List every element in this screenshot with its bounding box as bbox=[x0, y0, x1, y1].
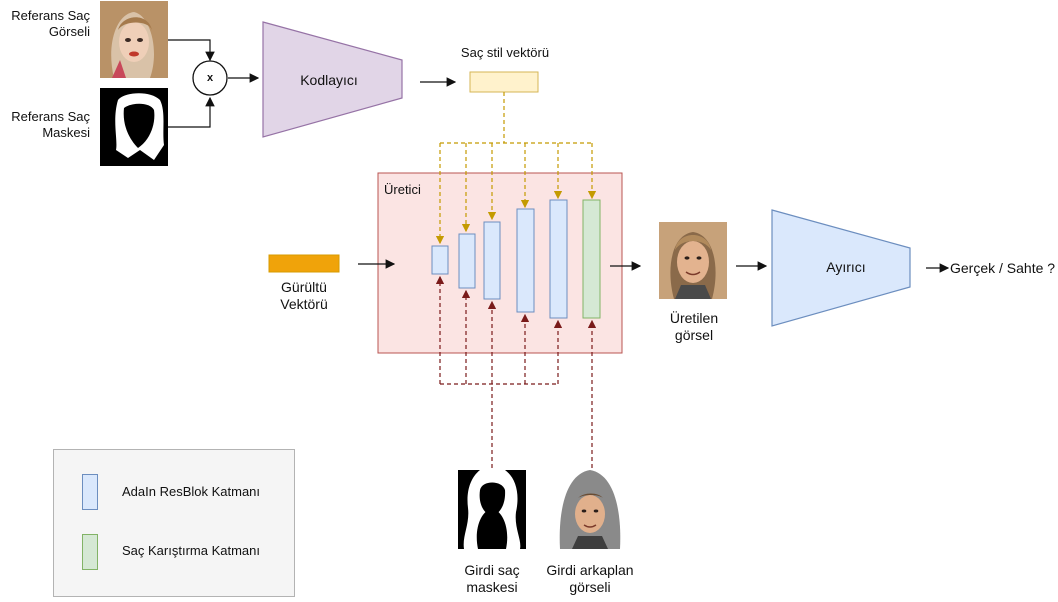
input-background-photo bbox=[556, 470, 624, 549]
legend-hair-blend-label: Saç Karıştırma Katmanı bbox=[122, 543, 260, 558]
output-label: Gerçek / Sahte ? bbox=[950, 260, 1056, 276]
generated-image-label-line1: Üretilen bbox=[669, 310, 719, 326]
ref-hair-mask-label: Referans Saç Maskesi bbox=[2, 109, 90, 141]
input-hair-mask-photo bbox=[458, 470, 526, 549]
mask-feed-lines bbox=[435, 275, 597, 468]
input-background-label-line1: Girdi arkaplan bbox=[546, 562, 634, 578]
noise-vector-label: Gürültü Vektörü bbox=[264, 279, 344, 313]
noise-vector-box bbox=[268, 254, 340, 273]
style-vector-box bbox=[469, 71, 539, 93]
generator-label: Üretici bbox=[384, 182, 421, 197]
ref-hair-image-label: Referans Saç Görseli bbox=[2, 8, 90, 40]
legend-adain-label: AdaIn ResBlok Katmanı bbox=[122, 484, 261, 499]
generated-image-label-line2: görsel bbox=[674, 327, 714, 343]
multiply-symbol: x bbox=[206, 72, 214, 84]
legend-box: AdaIn ResBlok Katmanı Saç Karıştırma Kat… bbox=[53, 449, 295, 597]
generator-layers bbox=[431, 199, 601, 319]
input-background-label: Girdi arkaplan görseli bbox=[534, 562, 646, 596]
generated-photo bbox=[659, 222, 727, 299]
ref-hair-mask-photo bbox=[100, 88, 168, 166]
input-background-label-line2: görseli bbox=[569, 579, 611, 595]
generated-image-label: Üretilen görsel bbox=[650, 310, 738, 344]
ref-hair-image-label-line1: Referans Saç bbox=[11, 8, 90, 23]
ref-hair-mask-label-line2: Maskesi bbox=[42, 125, 90, 140]
adain-layer-2 bbox=[458, 233, 476, 289]
ref-hair-image-label-line2: Görseli bbox=[48, 24, 90, 39]
discriminator-label: Ayırıcı bbox=[826, 259, 866, 275]
encoder-label: Kodlayıcı bbox=[300, 72, 358, 88]
input-hair-mask-label: Girdi saç maskesi bbox=[444, 562, 540, 596]
input-hair-mask-label-line2: maskesi bbox=[466, 579, 518, 595]
legend-hair-blend-swatch bbox=[82, 534, 98, 570]
adain-layer-5 bbox=[549, 199, 568, 319]
encoder-block bbox=[262, 21, 403, 138]
hair-blend-layer bbox=[582, 199, 601, 319]
multiply-node bbox=[192, 60, 228, 96]
style-vector-label: Saç stil vektörü bbox=[460, 45, 550, 60]
legend-adain-swatch bbox=[82, 474, 98, 510]
adain-layer-4 bbox=[516, 208, 535, 313]
ref-hair-mask-label-line1: Referans Saç bbox=[11, 109, 90, 124]
input-hair-mask-label-line1: Girdi saç bbox=[464, 562, 520, 578]
discriminator-block bbox=[771, 209, 911, 327]
style-distribution-lines bbox=[435, 92, 597, 245]
ref-to-multiply-connectors bbox=[168, 39, 260, 128]
adain-layer-1 bbox=[431, 245, 449, 275]
adain-layer-3 bbox=[483, 221, 501, 300]
noise-vector-label-line1: Gürültü bbox=[281, 279, 327, 295]
ref-hair-photo bbox=[100, 1, 168, 78]
noise-vector-label-line2: Vektörü bbox=[280, 296, 328, 312]
